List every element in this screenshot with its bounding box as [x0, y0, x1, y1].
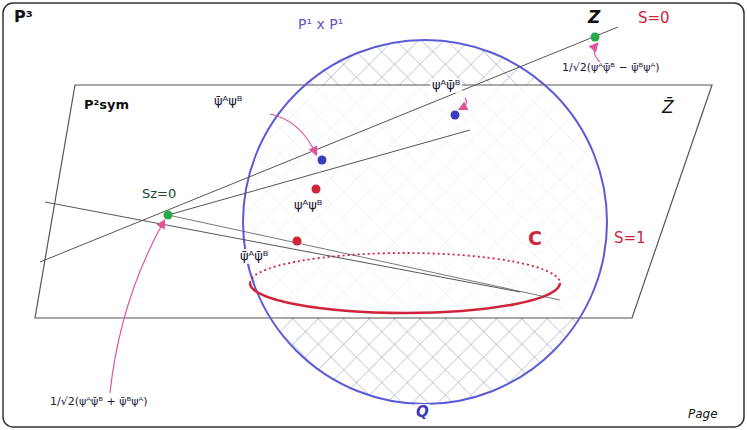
- point-label: ψᴬψᴮ: [292, 198, 324, 213]
- point-name: Z: [586, 8, 602, 28]
- line: [168, 130, 470, 215]
- point-z: [591, 33, 600, 42]
- conic-name: C: [526, 228, 544, 250]
- plane-name: Z̄: [660, 98, 676, 118]
- frame: [3, 3, 744, 427]
- state-formula: 1/√2(ψᴬψ̄ᴮ − ψ̄ᴮψᴬ): [560, 62, 662, 75]
- point-label: ψ̄ᴬψ̄ᴮ: [238, 249, 270, 264]
- plane-label: P²sym: [82, 98, 131, 113]
- leader: [594, 44, 600, 62]
- symmetric-plane: [35, 85, 712, 318]
- point: [293, 237, 302, 246]
- line: [168, 215, 560, 300]
- point: [318, 156, 327, 165]
- leader: [270, 114, 316, 154]
- state-formula: 1/√2(ψᴬψ̄ᴮ + ψ̄ᴮψᴬ): [48, 396, 150, 409]
- spin-label: S=1: [612, 230, 648, 247]
- point-label: ψ̄ᴬψᴮ: [212, 94, 244, 109]
- sphere-outline: [243, 40, 607, 404]
- line: [45, 202, 520, 292]
- spin-label: S=0: [636, 10, 672, 27]
- point: [312, 185, 321, 194]
- product-label: P¹ x P¹: [296, 16, 345, 32]
- page-label: Page: [686, 408, 720, 422]
- quadric-name: Q: [414, 404, 431, 421]
- space-label: P³: [12, 8, 35, 26]
- conic-front: [250, 283, 560, 313]
- point: [451, 111, 460, 120]
- line: [40, 27, 618, 262]
- point-label: ψᴬψ̄ᴮ: [430, 78, 462, 93]
- leader: [460, 98, 467, 109]
- conic-back: [250, 253, 560, 283]
- spin-label: Sz=0: [140, 187, 178, 202]
- leader: [110, 221, 164, 393]
- point-sz: [164, 211, 173, 220]
